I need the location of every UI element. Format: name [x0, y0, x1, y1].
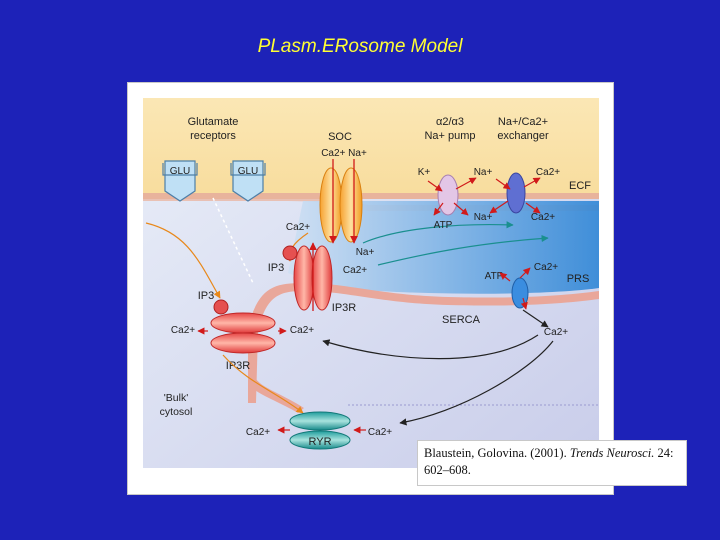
glu-receptor-1: GLU — [162, 160, 198, 202]
citation-box: Blaustein, Golovina. (2001). Trends Neur… — [417, 440, 687, 486]
na-ca-exchanger — [506, 172, 526, 214]
soc-label: SOC — [328, 131, 352, 143]
exchanger-label-1: Na+/Ca2+ — [498, 116, 548, 128]
ip3r-label-upper: IP3R — [332, 302, 357, 314]
ca-ion-ip3r-left: Ca2+ — [171, 325, 195, 336]
ip3r-lower — [210, 312, 276, 354]
ca-ion-ryr-right: Ca2+ — [368, 427, 392, 438]
exchanger-label-2: exchanger — [497, 130, 549, 142]
ca-ion-serca-top: Ca2+ — [534, 262, 558, 273]
ryr-channel — [289, 411, 351, 450]
ca-ion-exchanger-in: Ca2+ — [531, 212, 555, 223]
ca-ion-prs: Ca2+ — [343, 265, 367, 276]
serca-pump — [511, 277, 529, 309]
citation-journal: Trends Neurosci. — [569, 446, 655, 460]
ca-ion-ryr-left: Ca2+ — [246, 427, 270, 438]
na-pump — [437, 174, 459, 216]
er-membrane — [248, 283, 599, 403]
soc-ions-label: Ca2+ Na+ — [321, 148, 367, 159]
ip3-molecule-upper — [282, 245, 298, 261]
ecf-label: ECF — [569, 180, 591, 192]
ip3-label-lower: IP3 — [198, 290, 215, 302]
serca-label: SERCA — [442, 314, 481, 326]
ip3r-label-lower: IP3R — [226, 360, 251, 372]
ip3r-upper — [293, 245, 333, 311]
na-ion-pump: Na+ — [474, 167, 493, 178]
na-ion-prs: Na+ — [356, 247, 375, 258]
ecf-region — [143, 98, 599, 193]
slide-title: PLasm.ERosome Model — [257, 36, 463, 57]
pump-label-2: Na+ pump — [424, 130, 475, 142]
plasmerosome-diagram: Glutamate receptors GLU GLU SOC Ca2+ Na+… — [143, 98, 599, 468]
plasma-membrane — [143, 193, 599, 199]
ca-ion-ip3r-right: Ca2+ — [290, 325, 314, 336]
glu-label-1: GLU — [170, 166, 191, 177]
glu-label-2: GLU — [238, 166, 259, 177]
ip3-molecule-lower — [213, 299, 229, 315]
atp-label-serca: ATP — [485, 271, 504, 282]
pump-label-1: α2/α3 — [436, 116, 464, 128]
ca-ion-exchanger-out: Ca2+ — [536, 167, 560, 178]
na-ion-exchanger: Na+ — [474, 212, 493, 223]
k-ion: K+ — [418, 167, 431, 178]
bulk-cytosol-label-1: 'Bulk' — [164, 392, 188, 404]
ryr-label: RYR — [308, 436, 331, 448]
citation-details: 24: 602–608. — [424, 446, 674, 477]
bulk-cytosol-label-2: cytosol — [160, 406, 193, 418]
citation-authors: Blaustein, Golovina. (2001). — [424, 446, 567, 460]
atp-label-pump: ATP — [434, 220, 453, 231]
ip3-label-upper: IP3 — [268, 262, 285, 274]
glu-receptors-label-2: receptors — [190, 130, 236, 142]
ca-ion-soc: Ca2+ — [286, 222, 310, 233]
prs-label: PRS — [567, 273, 590, 285]
ca-ion-return: Ca2+ — [544, 327, 568, 338]
glu-receptor-2: GLU — [230, 160, 266, 202]
soc-channel — [319, 167, 363, 243]
glu-receptors-label-1: Glutamate — [188, 116, 239, 128]
diagram-panel: Glutamate receptors GLU GLU SOC Ca2+ Na+… — [127, 82, 614, 495]
prs-region — [288, 201, 599, 294]
